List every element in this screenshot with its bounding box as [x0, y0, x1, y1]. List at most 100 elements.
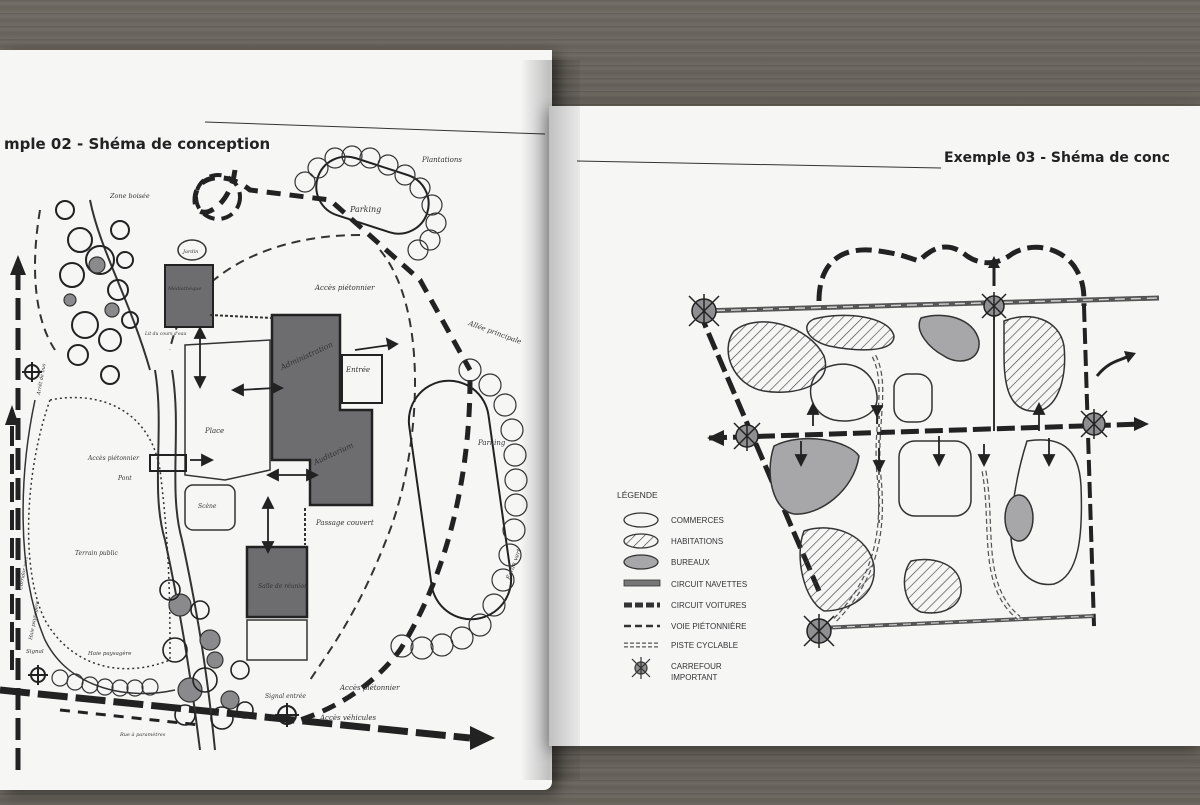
- block-bureaux-3: [1004, 494, 1034, 542]
- bottom-road: [0, 686, 471, 742]
- road-arrow-up-2: [5, 405, 19, 425]
- design-scheme-03-sketch: LÉGENDE COMMERCES HABITATIONS BUREAUX CI…: [576, 160, 1160, 682]
- right-page: Exemple 03 - Shéma de conc: [549, 106, 1200, 746]
- heading-underline-right: [576, 160, 942, 169]
- legend-carrefour-symbol: [631, 657, 651, 679]
- middle-road-arrow-right: [1134, 417, 1149, 431]
- block-commerces-1: [809, 363, 878, 422]
- block-habitations-1: [727, 321, 827, 393]
- terrain-public-area: [27, 396, 171, 670]
- signal-markers: [22, 362, 299, 727]
- parking-right-hedge: [390, 358, 528, 660]
- roundabout-circle: [194, 173, 242, 221]
- block-commerces-2: [893, 373, 933, 423]
- block-commerces-3: [898, 440, 972, 517]
- label-rue: Rue à paramètres: [119, 731, 166, 738]
- vehicle-access-dashed: [299, 379, 473, 723]
- parking-top-hedge: [294, 145, 447, 261]
- legend-bureaux: BUREAUX: [671, 558, 710, 567]
- carrefour-markers: [688, 292, 1108, 648]
- block-habitations-3: [1003, 315, 1066, 412]
- legend-voitures: CIRCUIT VOITURES: [671, 601, 746, 610]
- legend-cyclable: PISTE CYCLABLE: [671, 641, 738, 650]
- label-signal: Signal: [26, 649, 44, 655]
- label-plantations: Plantations: [421, 156, 462, 164]
- label-scene: Scène: [198, 503, 217, 510]
- label-passage-couvert: Passage couvert: [315, 519, 374, 527]
- legend-habitations-symbol: [623, 533, 659, 549]
- bottom-road-arrow: [470, 726, 495, 750]
- arch-arrow-head: [988, 256, 1000, 268]
- top-arch-road: [816, 244, 1087, 307]
- block-bureaux-1: [918, 314, 980, 362]
- label-mediatheque: Médiathèque: [167, 285, 201, 292]
- trees-shaded: [63, 256, 240, 710]
- trees-bottom: [159, 579, 254, 730]
- label-zone-boisee: Zone boisée: [109, 192, 150, 200]
- left-page-heading: mple 02 - Shéma de conception: [4, 135, 271, 153]
- middle-road-arrow-left: [707, 430, 724, 446]
- label-signal-entree: Signal entrée: [265, 693, 306, 700]
- legend-bureaux-symbol: [623, 554, 659, 570]
- top-road-centerline: [698, 297, 1160, 312]
- label-acces-pieton-top: Accès piétonnier: [314, 284, 375, 292]
- right-page-heading: Exemple 03 - Shéma de conc: [944, 150, 1170, 166]
- label-place: Place: [204, 427, 224, 435]
- label-acces-vehicules: Accès véhicules: [319, 714, 377, 722]
- parking-top: [315, 155, 430, 235]
- exit-arrow-stem: [1095, 354, 1130, 377]
- legend-title: LÉGENDE: [617, 490, 658, 500]
- left-diagonal-road: [696, 310, 822, 592]
- label-terrain-public: Terrain public: [75, 550, 118, 557]
- passage-couvert-top: [209, 314, 273, 319]
- block-arrows: [794, 401, 1056, 474]
- exit-arrow-head: [1124, 351, 1136, 363]
- road-arrow-up: [10, 255, 26, 275]
- design-scheme-02-sketch: Zone boisée Plantations Parking Jardin M…: [0, 121, 546, 770]
- legend-navettes-symbol: [623, 579, 661, 587]
- mediatheque-building: [164, 264, 214, 328]
- label-allee-principale: Allée principale: [466, 319, 522, 346]
- place-outline: [184, 339, 271, 481]
- pedestrian-path-left: [34, 209, 56, 351]
- scene-outline: [184, 484, 236, 531]
- label-corridor: Corridor vert: [18, 555, 30, 590]
- parking-right: [407, 379, 513, 621]
- legend-commerces-symbol: [623, 512, 659, 528]
- salle-reunion-building: [245, 545, 309, 619]
- bottom-path: [59, 708, 201, 727]
- label-acces-pieton-bottom: Accès piétonnier: [339, 684, 400, 692]
- bottom-hedge: [51, 669, 159, 697]
- circulation-arrows: [190, 325, 399, 555]
- middle-road: [708, 421, 1145, 441]
- cycle-path-2-inner: [982, 470, 1020, 619]
- entree-building: [341, 354, 383, 404]
- bottom-road-right: [818, 614, 1095, 630]
- trees-wooded-zone: [55, 200, 139, 385]
- legend-habitations: HABITATIONS: [671, 537, 723, 546]
- legend: LÉGENDE COMMERCES HABITATIONS BUREAUX CI…: [617, 490, 747, 682]
- bridge: [149, 454, 187, 472]
- haie-left-outline: [22, 399, 176, 695]
- label-entree: Entrée: [345, 366, 370, 374]
- heading-underline: [204, 121, 546, 135]
- label-pont: Pont: [117, 475, 132, 482]
- legend-carrefour: CARREFOUR: [671, 662, 722, 671]
- label-parking-right: Parking: [477, 439, 506, 447]
- block-habitations-2: [806, 314, 895, 351]
- block-bureaux-2: [769, 437, 860, 515]
- administration-auditorium-building: [270, 313, 374, 507]
- stream-top: [89, 199, 151, 371]
- label-haie-bottom: Haie paysagère: [87, 650, 132, 657]
- river-bank-right: [171, 369, 216, 751]
- label-parking-top: Parking: [349, 205, 381, 214]
- left-page: mple 02 - Shéma de conception: [0, 50, 552, 790]
- block-habitations-4: [799, 527, 875, 612]
- legend-pieton: VOIE PIÉTONNIÈRE: [671, 622, 746, 631]
- legend-important: IMPORTANT: [671, 673, 717, 682]
- pedestrian-path-right: [309, 249, 416, 681]
- right-vertical-road: [1082, 305, 1096, 627]
- label-acces-pieton-left: Accès piétonnier: [87, 455, 140, 462]
- block-habitations-5: [903, 558, 962, 614]
- reunion-annex: [246, 619, 308, 661]
